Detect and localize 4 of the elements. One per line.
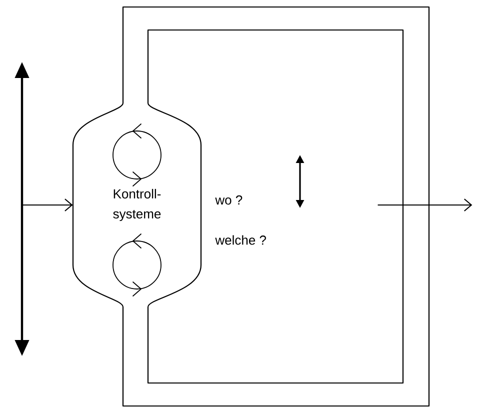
question-label: wo ? xyxy=(215,195,242,205)
arrow xyxy=(378,198,472,212)
arrow xyxy=(21,198,73,212)
question-label: welche ? xyxy=(215,235,266,245)
